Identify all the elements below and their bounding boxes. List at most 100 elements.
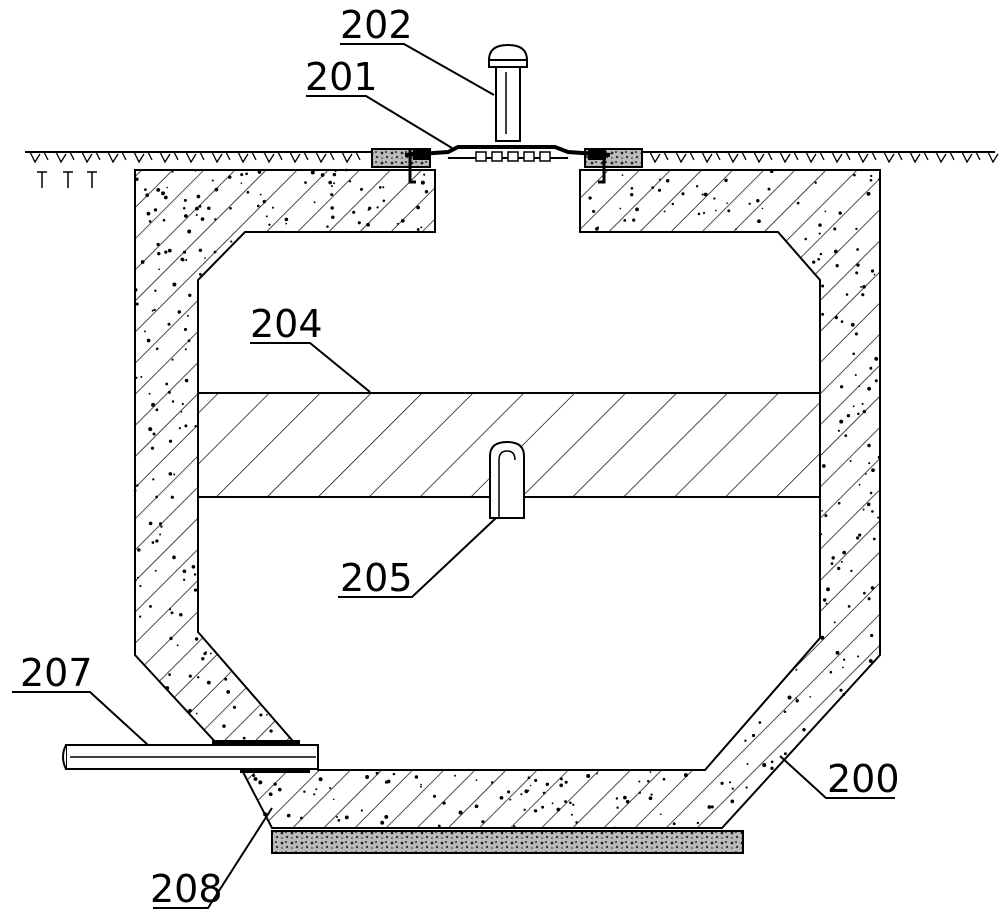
aggregate-speckle [148,220,152,223]
aggregate-speckle [187,229,192,234]
aggregate-speckle [345,168,348,172]
aggregate-speckle [802,727,806,732]
aggregate-speckle [150,446,155,450]
aggregate-speckle [155,347,159,351]
aggregate-speckle [136,484,139,487]
aggregate-speckle [169,608,172,611]
manhole-cover [371,145,643,184]
aggregate-speckle [842,693,846,696]
aggregate-speckle [833,621,836,624]
aggregate-speckle [870,586,875,590]
aggregate-speckle [286,813,291,818]
aggregate-speckle [564,800,567,803]
aggregate-speckle [213,250,217,254]
aggregate-speckle [861,402,864,405]
aggregate-speckle [168,472,173,476]
aggregate-speckle [829,670,833,674]
aggregate-speckle [870,174,873,178]
grass-mark [315,151,335,164]
aggregate-speckle [195,712,198,715]
leader-lines [12,43,895,909]
aggregate-speckle [152,432,156,436]
aggregate-speckle [845,293,849,296]
aggregate-speckle [209,652,212,655]
aggregate-speckle [226,690,231,694]
aggregate-speckle [878,178,880,181]
ground-tick-mark [87,171,97,188]
aggregate-speckle [148,392,151,395]
aggregate-speckle [198,248,203,253]
aggregate-speckle [313,793,316,796]
aggregate-speckle [681,192,685,196]
label-208: 208 [150,867,223,911]
aggregate-speckle [556,807,561,812]
aggregate-speckle [144,330,146,333]
aggregate-speckle [171,400,175,403]
aggregate-speckle [663,210,666,213]
aggregate-speckle [837,566,841,571]
aggregate-speckle [727,209,731,213]
aggregate-speckle [767,187,771,191]
aggregate-speckle [304,181,307,184]
aggregate-speckle [139,615,142,618]
aggregate-speckle [728,781,732,784]
aggregate-speckle [134,579,137,582]
aggregate-speckle [326,225,329,228]
aggregate-speckle [821,509,823,512]
aggregate-speckle [840,560,843,563]
aggregate-speckle [199,273,202,276]
aggregate-speckle [809,696,812,698]
aggregate-speckle [651,186,655,189]
aggregate-speckle [490,781,494,784]
aggregate-speckle [195,213,198,217]
aggregate-speckle [826,587,830,592]
aggregate-speckle [659,813,662,816]
tank-concrete-wall [134,169,881,829]
grass-mark [211,151,231,164]
aggregate-speckle [161,191,165,196]
aggregate-speckle [380,820,385,825]
aggregate-speckle [588,196,592,200]
aggregate-speckle [193,573,197,576]
aggregate-speckle [334,170,337,173]
aggregate-speckle [821,464,826,468]
aggregate-speckle [850,569,853,573]
aggregate-speckle [783,752,787,756]
aggregate-speckle [843,658,846,661]
aggregate-speckle [437,824,441,828]
aggregate-speckle [207,206,211,210]
ground-surface [25,151,999,188]
aggregate-speckle [545,782,550,786]
aggregate-speckle [569,801,572,805]
aggregate-speckle [256,204,260,208]
aggregate-speckle [265,215,268,218]
aggregate-speckle [871,468,875,473]
aggregate-speckle [273,782,277,786]
aggregate-speckle [662,777,666,781]
label-207: 207 [20,651,93,695]
aggregate-speckle [870,633,874,638]
aggregate-speckle [862,284,866,289]
aggregate-speckle [191,564,196,569]
aggregate-speckle [262,169,265,172]
aggregate-speckle [623,219,627,222]
aggregate-speckle [133,489,137,492]
aggregate-speckle [320,173,325,177]
aggregate-speckle [135,376,138,379]
aggregate-speckle [820,635,825,640]
aggregate-speckle [259,713,263,717]
aggregate-speckle [527,776,531,780]
aggregate-speckle [869,491,873,495]
aggregate-speckle [442,801,446,805]
aggregate-speckle [146,211,151,216]
aggregate-speckle [701,193,704,196]
aggregate-speckle [173,473,176,476]
aggregate-speckle [332,798,335,801]
grass-mark [987,151,999,164]
aggregate-speckle [524,789,529,794]
aggregate-speckle [795,697,798,699]
aggregate-speckle [240,182,243,184]
aggregate-speckle [683,773,688,778]
aggregate-speckle [757,219,761,224]
aggregate-speckle [865,473,867,475]
